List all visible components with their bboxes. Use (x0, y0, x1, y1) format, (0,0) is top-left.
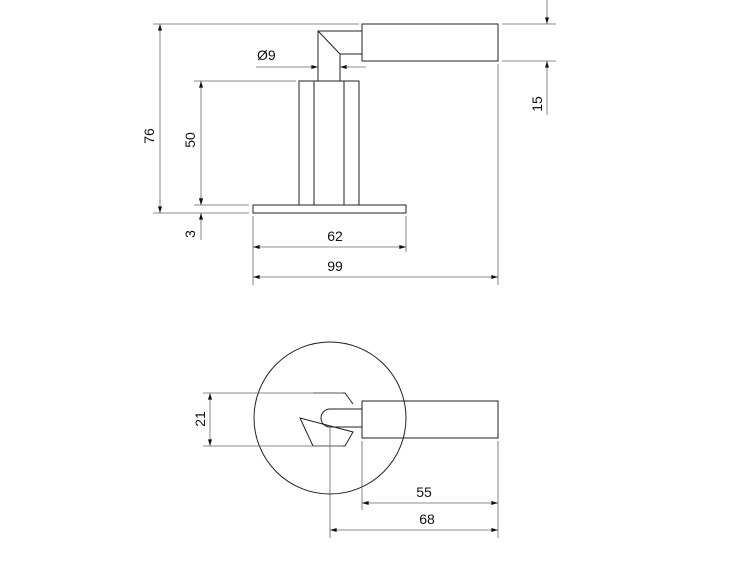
dim-76-label: 76 (141, 128, 157, 144)
dim-68-label: 68 (419, 511, 435, 527)
dim-55-label: 55 (416, 484, 432, 500)
dim-3-label: 3 (182, 230, 198, 238)
base-plate (252, 204, 407, 214)
extension-lines (153, 23, 556, 285)
lever-handle-top (361, 400, 499, 439)
dim-50-label: 50 (182, 132, 198, 148)
hexagon-nut (299, 392, 354, 447)
dim-62-label: 62 (327, 228, 343, 244)
lever-handle (361, 23, 499, 62)
dim-99-label: 99 (327, 258, 343, 274)
rose-post (298, 80, 360, 206)
top-view: 21 55 68 (192, 341, 499, 538)
post-edges (313, 81, 345, 205)
dim-d9-label: Ø9 (257, 47, 276, 63)
stem-slot (320, 408, 362, 428)
extension-lines-top (203, 392, 499, 538)
lever-elbow (317, 30, 362, 81)
side-view: 76 50 3 Ø9 62 99 15 (141, 0, 556, 285)
dim-21-label: 21 (192, 411, 208, 427)
dim-15-label: 15 (529, 96, 545, 112)
